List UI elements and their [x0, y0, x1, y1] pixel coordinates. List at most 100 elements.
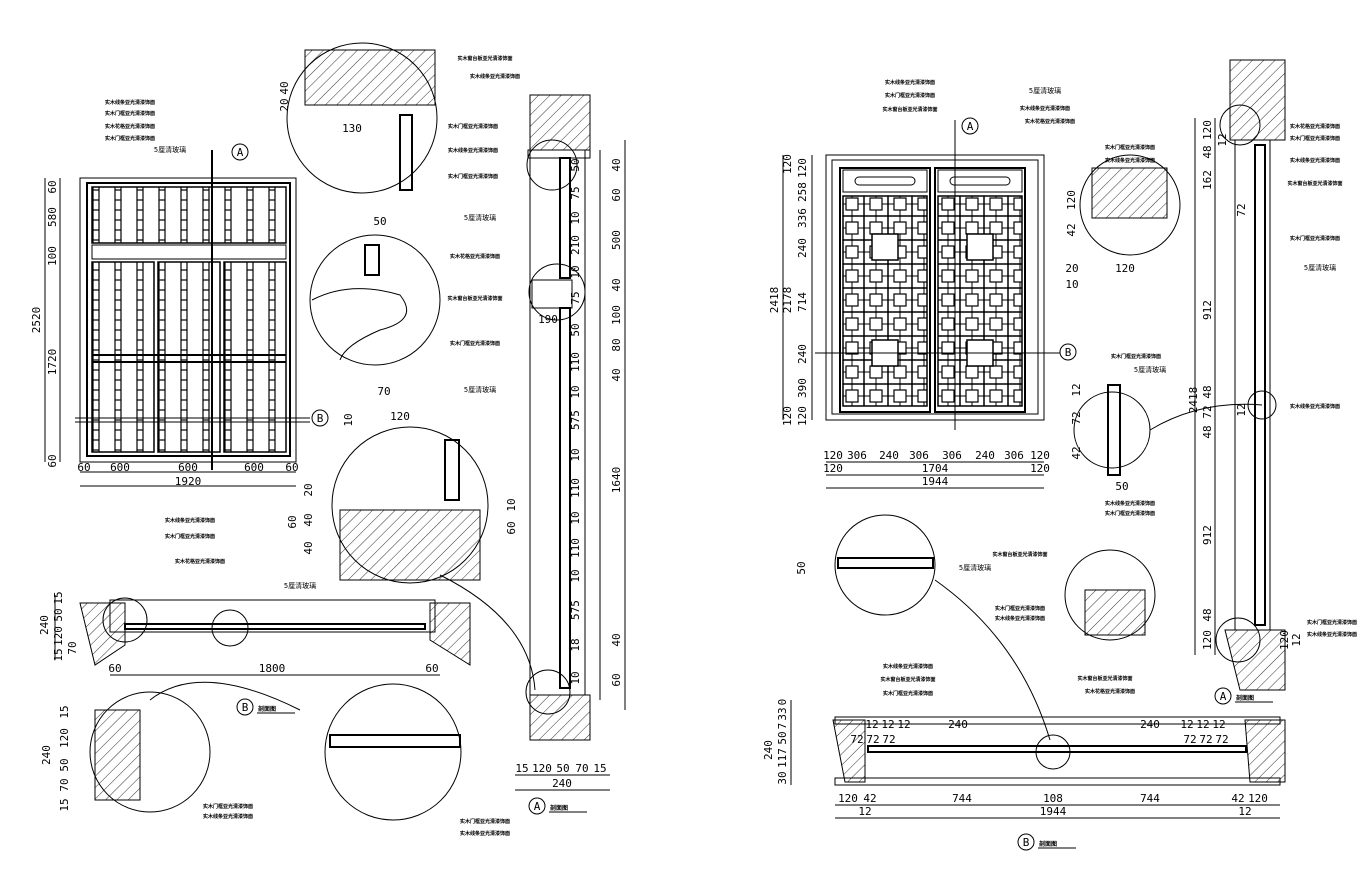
dimension-label: 100	[610, 305, 623, 325]
dimension-label: 600	[244, 461, 264, 474]
dimension-label: 306	[847, 449, 867, 462]
section-marker-letter: A	[237, 146, 244, 159]
dimension-label: 1800	[259, 662, 286, 675]
right-section-a	[1194, 59, 1286, 691]
dimension-label: 120	[52, 626, 65, 646]
leader-note: 实木花格亚光清漆饰面	[1290, 123, 1340, 130]
dimension-label: 130	[342, 122, 362, 135]
leader-note: 实木线条亚光清漆饰面	[1105, 500, 1155, 507]
dimension-label: 20	[278, 98, 291, 111]
leader-note: 实木线条亚光清漆饰面	[165, 517, 215, 524]
dimension-label: 72	[1183, 733, 1196, 746]
dimension-label: 12	[1180, 718, 1193, 731]
dimension-label: 7	[776, 723, 789, 730]
leader-note: 实木门框亚光清漆饰面	[448, 123, 498, 130]
leader-note: 5厘清玻璃	[1304, 263, 1336, 272]
dimension-label: 60	[610, 673, 623, 686]
dimension-label: 72	[866, 733, 879, 746]
dimension-label: 70	[377, 385, 390, 398]
dimension-label: 50	[1115, 480, 1128, 493]
dimension-label: 1920	[175, 475, 202, 488]
section-title: 剖面图	[550, 804, 568, 812]
leader-note: 实木花格亚光清漆饰面	[175, 558, 225, 565]
dimension-label: 240	[796, 238, 809, 258]
section-marker-circle	[1017, 833, 1035, 851]
dimension-label: 120	[796, 406, 809, 426]
dimension-label: 10	[569, 385, 582, 398]
dimension-label: 15	[52, 648, 65, 661]
dimension-label: 40	[302, 541, 315, 554]
dimension-label: 72	[850, 733, 863, 746]
right-elevation	[782, 120, 1060, 489]
dimension-label: 714	[796, 292, 809, 312]
dimension-label: 12	[1212, 718, 1225, 731]
dimension-label: 72	[1201, 405, 1214, 418]
dimension-label: 240	[38, 615, 51, 635]
leader-note: 实木门框亚光清漆饰面	[995, 605, 1045, 612]
dimension-label: 744	[952, 792, 972, 805]
dimension-label: 40	[610, 158, 623, 171]
dimension-label: 2418	[768, 287, 781, 314]
dimension-label: 240	[975, 449, 995, 462]
leader-note: 5厘清玻璃	[1029, 86, 1061, 95]
dimension-label: 72	[882, 733, 895, 746]
leader-note: 实木线条亚光清漆饰面	[105, 99, 155, 106]
leader-note: 实木门框亚光清漆饰面	[203, 803, 253, 810]
leader-note: 实木窗台板亚光清漆饰面	[882, 106, 937, 113]
dimension-label: 20	[302, 483, 315, 496]
dimension-label: 40	[278, 81, 291, 94]
dimension-label: 190	[538, 313, 558, 326]
dimension-label: 70	[575, 762, 588, 775]
dimension-label: 60	[425, 662, 438, 675]
dimension-label: 10	[342, 413, 355, 426]
dimension-label: 72	[1235, 203, 1248, 216]
dimension-label: 120	[1030, 462, 1050, 475]
dimension-label: 33	[776, 707, 789, 720]
leader-note: 实木线条亚光清漆饰面	[1105, 157, 1155, 164]
dimension-label: 240	[762, 740, 775, 760]
dimension-label: 12	[865, 718, 878, 731]
leader-note: 实木线条亚光清漆饰面	[1020, 105, 1070, 112]
dimension-label: 258	[796, 182, 809, 202]
dimension-label: 80	[610, 338, 623, 351]
dimension-label: 2418	[1187, 387, 1200, 414]
dimension-label: 72	[1215, 733, 1228, 746]
dimension-label: 120	[1030, 449, 1050, 462]
dimension-label: 50	[569, 323, 582, 336]
leader-note: 实木门框亚光清漆饰面	[165, 533, 215, 540]
dimension-label: 120	[781, 406, 794, 426]
dimension-label: 15	[593, 762, 606, 775]
leader-note: 实木窗台板亚光清漆饰面	[1077, 675, 1132, 682]
leader-note: 实木门框亚光清漆饰面	[460, 818, 510, 825]
dimension-label: 72	[1199, 733, 1212, 746]
leader-note: 5厘清玻璃	[464, 213, 496, 222]
dimension-label: 60	[610, 188, 623, 201]
dimension-label: 60	[108, 662, 121, 675]
leader-note: 实木窗台板亚光清漆饰面	[447, 295, 502, 302]
dimension-label: 120	[58, 728, 71, 748]
dimension-label: 912	[1201, 300, 1214, 320]
dimension-label: 162	[1201, 170, 1214, 190]
dimension-label: 12	[897, 718, 910, 731]
dimension-label: 15	[515, 762, 528, 775]
left-section-a	[515, 94, 626, 791]
leader-note: 5厘清玻璃	[464, 385, 496, 394]
right-details	[834, 154, 1263, 741]
dimension-label: 240	[879, 449, 899, 462]
dimension-label: 40	[610, 278, 623, 291]
dimension-label: 120	[796, 158, 809, 178]
leader-note: 实木门框亚光清漆饰面	[1307, 619, 1357, 626]
dimension-label: 580	[46, 207, 59, 227]
dimension-label: 12	[881, 718, 894, 731]
dimension-label: 50	[58, 758, 71, 771]
dimension-label: 15	[52, 591, 65, 604]
dimension-label: 390	[796, 378, 809, 398]
leader-note: 5厘清玻璃	[959, 563, 991, 572]
dimension-label: 120	[823, 462, 843, 475]
leader-note: 实木门框亚光清漆饰面	[1290, 135, 1340, 142]
dimension-label: 306	[942, 449, 962, 462]
dimension-label: 50	[556, 762, 569, 775]
dimension-label: 60	[46, 180, 59, 193]
leader-note: 实木门框亚光清漆饰面	[105, 135, 155, 142]
leader-note: 实木门框亚光清漆饰面	[1105, 510, 1155, 517]
